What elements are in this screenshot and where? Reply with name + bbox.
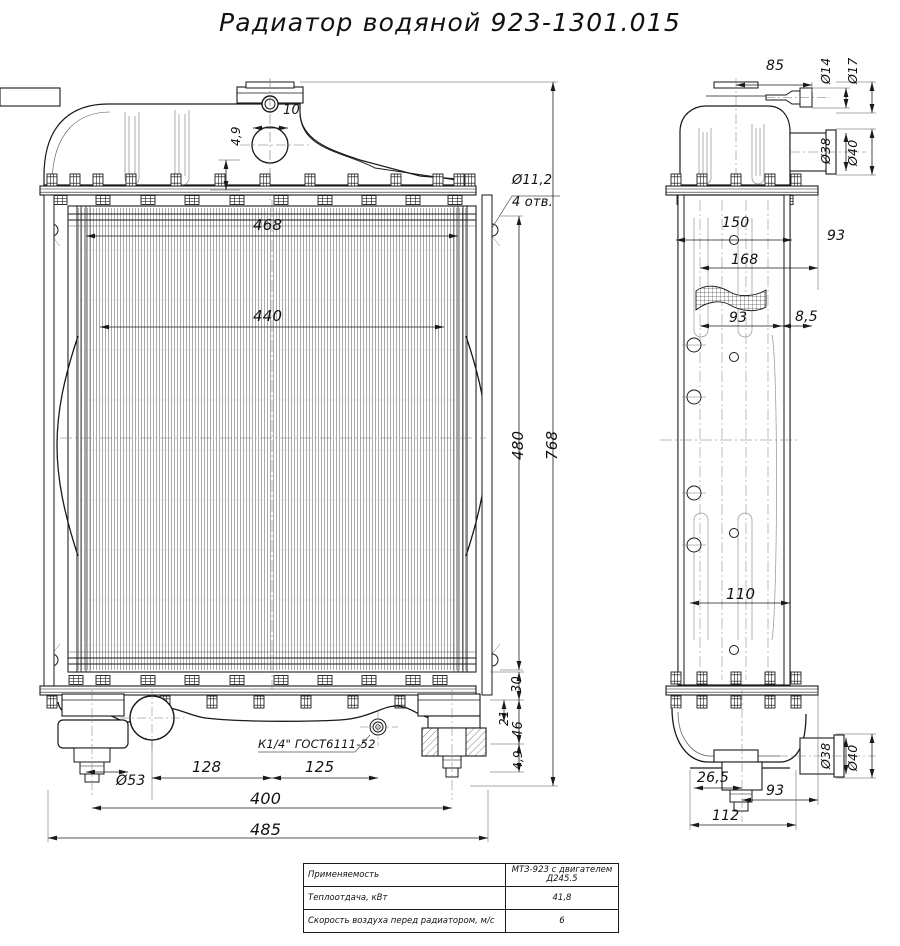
dim-d14: Ø14: [818, 57, 833, 84]
dim-core-height: 480: [509, 430, 527, 460]
dim-bottom-21: 21: [497, 710, 511, 726]
dim-93-top: 93: [827, 228, 846, 244]
dim-400: 400: [250, 789, 282, 808]
note-thread-spec: К1/4" ГОСТ6111-52: [258, 737, 376, 751]
table-row: Скорость воздуха перед радиатором, м/с 6: [303, 909, 620, 933]
dim-overall-height: 768: [543, 430, 561, 460]
dim-485: 485: [250, 820, 282, 839]
dim-bottom-49: 4,9: [511, 750, 525, 770]
dim-d17: Ø17: [845, 57, 860, 84]
dim-85: 85: [766, 58, 785, 74]
table-cell-label: Применяемость: [303, 863, 506, 887]
dim-mounting-hole-dia: Ø11,2: [512, 173, 553, 188]
table-row: Применяемость МТЗ-923 с двигателем Д245.…: [303, 863, 620, 887]
dim-bottom-30: 30: [510, 676, 525, 693]
dim-110: 110: [726, 585, 756, 603]
spec-table: Применяемость МТЗ-923 с двигателем Д245.…: [303, 863, 620, 933]
dim-drain-dia: Ø53: [116, 773, 146, 789]
dim-core-width: 468: [253, 216, 283, 234]
dim-150: 150: [722, 215, 750, 231]
dim-125: 125: [305, 758, 335, 776]
dim-filler-offset: 10: [283, 103, 300, 118]
dim-93-bot: 93: [766, 783, 785, 799]
dim-d38-bot: Ø38: [818, 742, 833, 769]
dim-top-plate: 4,9: [229, 126, 243, 146]
dim-core-inner-width: 440: [253, 307, 283, 325]
dim-85-gap: 8,5: [795, 309, 818, 325]
page-title: Радиатор водяной 923-1301.015: [219, 8, 681, 37]
table-cell-value: МТЗ-923 с двигателем Д245.5: [504, 863, 620, 887]
dim-d40-bot: Ø40: [845, 744, 860, 771]
dim-d38-top: Ø38: [818, 137, 833, 164]
table-cell-label: Скорость воздуха перед радиатором, м/с: [303, 909, 506, 933]
table-row: Теплоотдача, кВт 41,8: [303, 886, 620, 910]
dim-d40-top: Ø40: [845, 139, 860, 166]
table-cell-label: Теплоотдача, кВт: [303, 886, 506, 910]
table-cell-value: 41,8: [504, 886, 620, 910]
dim-mounting-hole-qty: 4 отв.: [512, 195, 553, 210]
dim-128: 128: [192, 758, 222, 776]
dim-112: 112: [712, 808, 740, 824]
dim-bottom-46: 46: [511, 721, 526, 738]
dim-93-mid: 93: [729, 310, 748, 326]
table-cell-value: 6: [504, 909, 620, 933]
dim-168: 168: [731, 252, 759, 268]
dim-265: 26,5: [697, 770, 729, 786]
